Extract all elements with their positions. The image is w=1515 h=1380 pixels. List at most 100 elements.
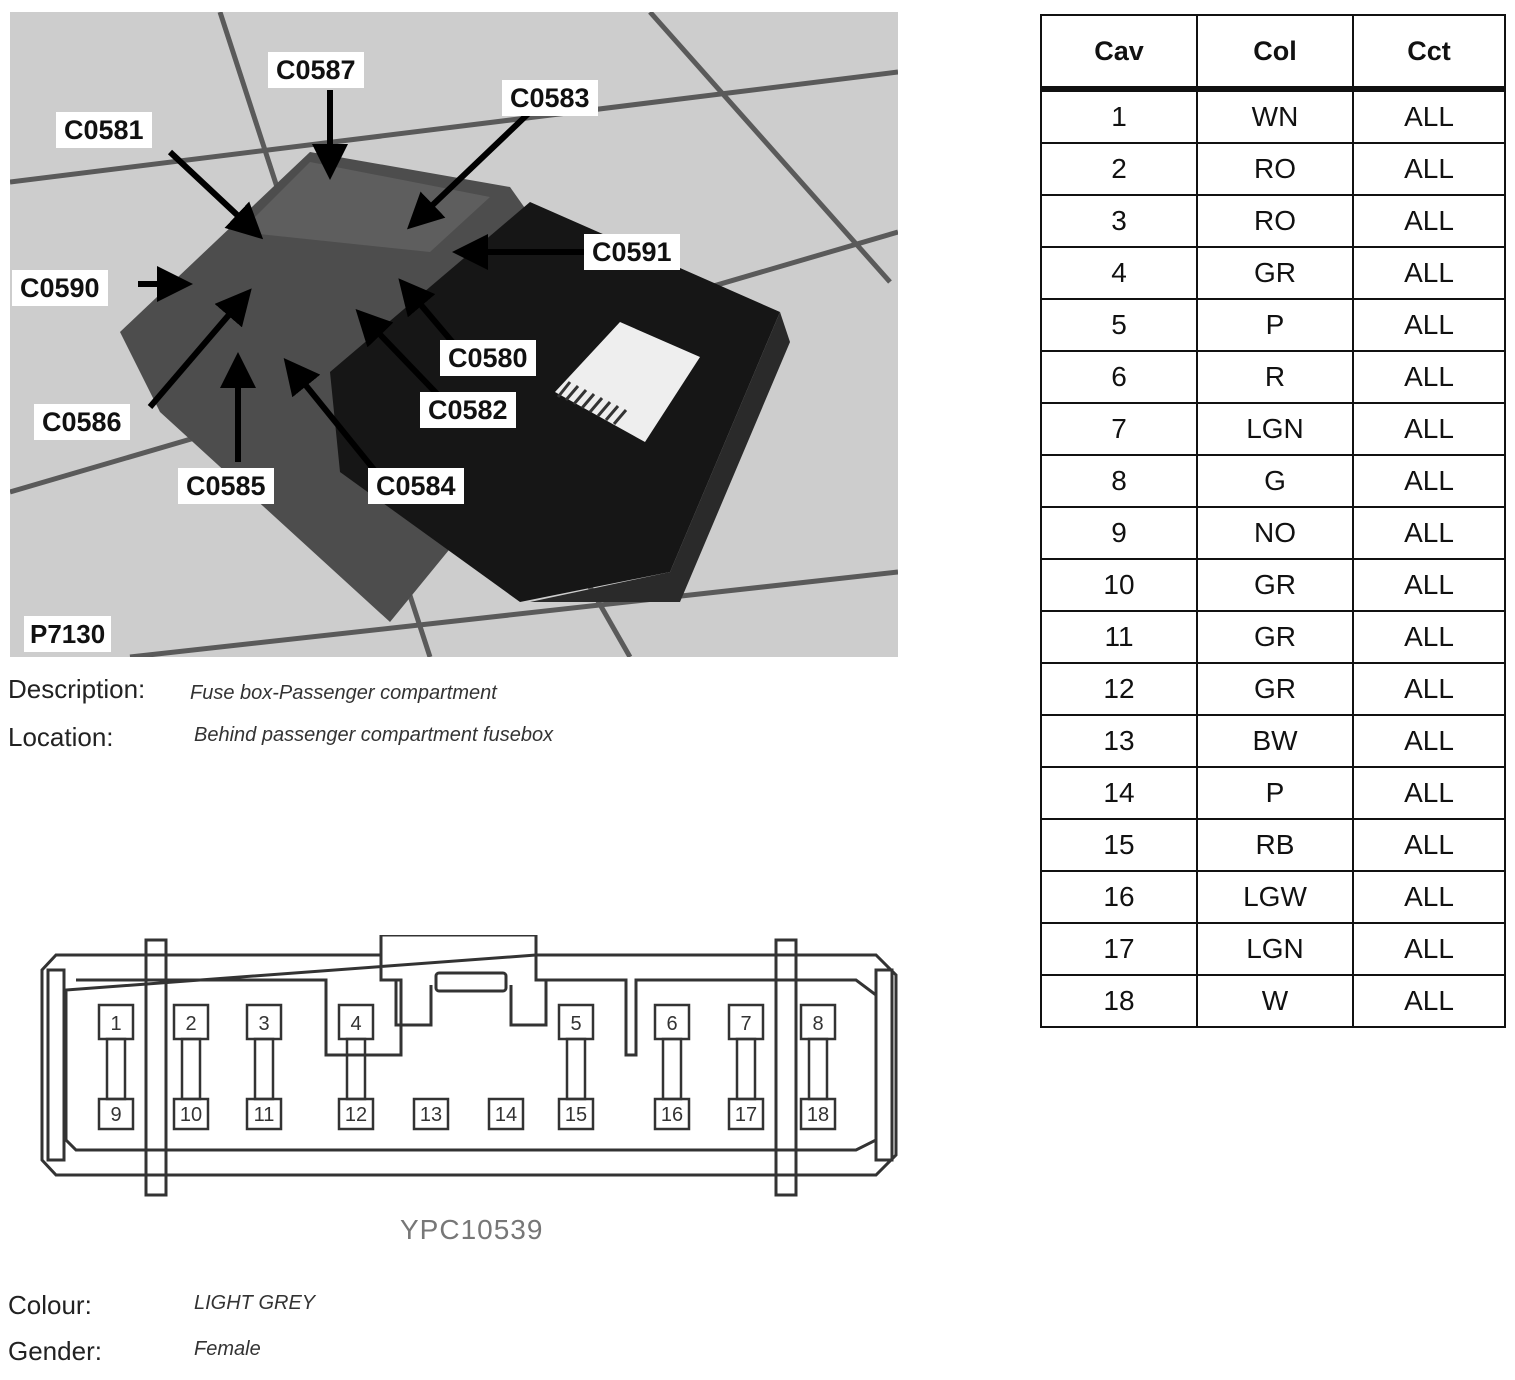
circuit-cell: ALL — [1352, 298, 1506, 352]
colour-cell: R — [1196, 350, 1354, 404]
location-label: Location: — [8, 722, 114, 752]
colour-cell: LGN — [1196, 922, 1354, 976]
cavity-cell: 2 — [1040, 142, 1198, 196]
description-label: Description: — [8, 674, 146, 704]
cavity-outline — [799, 1097, 837, 1131]
circuit-cell: ALL — [1352, 662, 1506, 716]
colour-cell: BW — [1196, 714, 1354, 768]
cavity-outline — [727, 1097, 765, 1131]
cavity-cell: 10 — [1040, 558, 1198, 612]
cavity-outline — [172, 1097, 210, 1131]
cavity-cell: 4 — [1040, 246, 1198, 300]
circuit-cell: ALL — [1352, 818, 1506, 872]
cavity-outline — [653, 1097, 691, 1131]
cavity-outline — [97, 1097, 135, 1131]
pin-number-label: 18 — [807, 1104, 829, 1126]
circuit-cell: ALL — [1352, 454, 1506, 508]
colour-cell: GR — [1196, 610, 1354, 664]
pin-number-label: 1 — [110, 1013, 121, 1035]
photo-illustration — [10, 12, 898, 657]
cavity-outline — [557, 1097, 595, 1131]
circuit-cell: ALL — [1352, 922, 1506, 976]
cavity-outline — [661, 1037, 683, 1101]
colour-cell: NO — [1196, 506, 1354, 560]
header-col: Col — [1196, 14, 1354, 92]
cavity-outline — [807, 1037, 829, 1101]
callout-c0583: C0583 — [502, 80, 598, 116]
cavity-cell: 3 — [1040, 194, 1198, 248]
pin-number-label: 17 — [735, 1104, 757, 1126]
location-value: Behind passenger compartment fusebox — [194, 724, 554, 746]
colour-cell: P — [1196, 298, 1354, 352]
colour-cell: P — [1196, 766, 1354, 820]
colour-cell: GR — [1196, 558, 1354, 612]
cavity-outline — [735, 1037, 757, 1101]
cavity-outline — [345, 1037, 367, 1101]
callout-c0585: C0585 — [178, 468, 274, 504]
callout-c0591: C0591 — [584, 234, 680, 270]
cavity-outline — [565, 1037, 587, 1101]
callout-c0590: C0590 — [12, 270, 108, 306]
cavity-cell: 8 — [1040, 454, 1198, 508]
pin-number-label: 12 — [345, 1104, 367, 1126]
cavity-cell: 9 — [1040, 506, 1198, 560]
colour-cell: LGN — [1196, 402, 1354, 456]
cavity-outline — [412, 1097, 450, 1131]
colour-cell: RB — [1196, 818, 1354, 872]
cavity-cell: 15 — [1040, 818, 1198, 872]
circuit-cell: ALL — [1352, 246, 1506, 300]
pin-number-label: 16 — [661, 1104, 683, 1126]
pin-number-label: 7 — [740, 1013, 751, 1035]
header-cav: Cav — [1040, 14, 1198, 92]
cavity-cell: 18 — [1040, 974, 1198, 1028]
pin-number-label: 8 — [812, 1013, 823, 1035]
drawing-id-label: YPC10539 — [400, 1214, 544, 1245]
header-cct: Cct — [1352, 14, 1506, 92]
callout-c0582: C0582 — [420, 392, 516, 428]
table-header-row: Cav Col Cct — [1040, 14, 1506, 92]
circuit-cell: ALL — [1352, 766, 1506, 820]
pin-number-label: 13 — [420, 1104, 442, 1126]
colour-cell: GR — [1196, 246, 1354, 300]
gender-value: Female — [194, 1338, 261, 1360]
colour-cell: LGW — [1196, 870, 1354, 924]
cavity-cell: 14 — [1040, 766, 1198, 820]
gender-label: Gender: — [8, 1336, 102, 1366]
pin-number-label: 6 — [666, 1013, 677, 1035]
fuse-box-photo: C0587 C0583 C0581 C0591 C0590 C0580 C058… — [10, 12, 898, 657]
circuit-cell: ALL — [1352, 610, 1506, 664]
colour-cell: GR — [1196, 662, 1354, 716]
description-value: Fuse box-Passenger compartment — [190, 682, 497, 704]
pin-number-label: 9 — [110, 1104, 121, 1126]
colour-cell: RO — [1196, 194, 1354, 248]
circuit-cell: ALL — [1352, 88, 1506, 144]
colour-cell: G — [1196, 454, 1354, 508]
colour-cell: W — [1196, 974, 1354, 1028]
pin-number-label: 15 — [565, 1104, 587, 1126]
cavity-outline — [245, 1097, 283, 1131]
cavity-outline — [253, 1037, 275, 1101]
cavity-cell: 16 — [1040, 870, 1198, 924]
cavity-cell: 17 — [1040, 922, 1198, 976]
cavity-cell: 11 — [1040, 610, 1198, 664]
cavity-cell: 7 — [1040, 402, 1198, 456]
colour-cell: RO — [1196, 142, 1354, 196]
